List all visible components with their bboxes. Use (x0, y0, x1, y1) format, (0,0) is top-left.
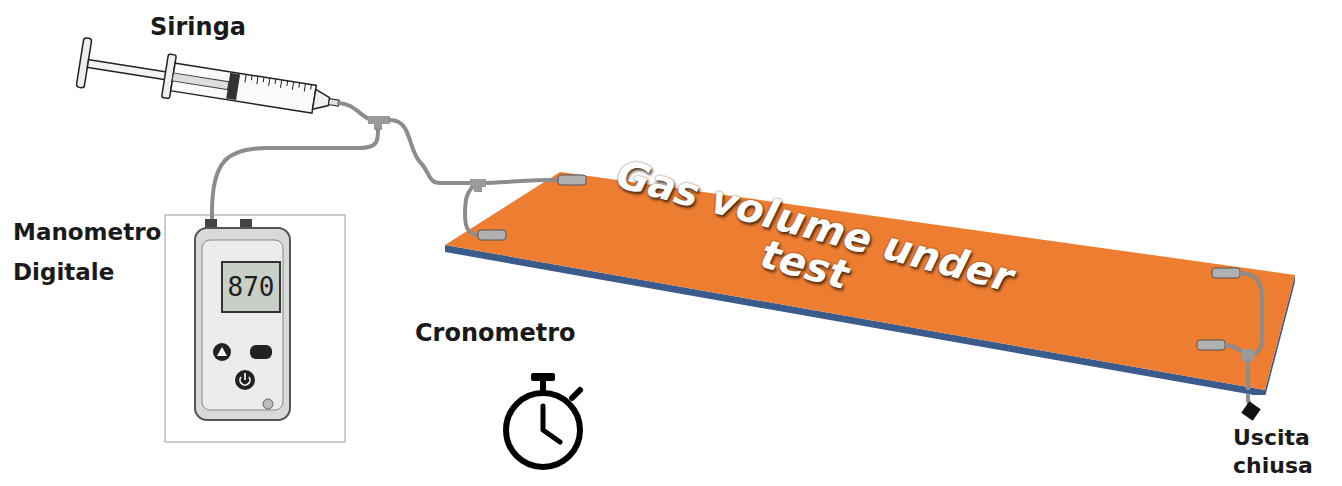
tube (339, 103, 372, 120)
display-reading: 870 (222, 262, 280, 312)
tube (478, 180, 560, 183)
gauge-screw (263, 399, 273, 409)
gauge-face (202, 240, 283, 410)
t-junction (470, 183, 486, 192)
plunger-rod (87, 60, 167, 80)
plunger-rod-inner (172, 73, 229, 90)
tube (440, 181, 478, 185)
stopwatch-hands (543, 406, 560, 442)
tube (1225, 345, 1248, 355)
syringe-illustration (76, 38, 343, 128)
hose-connector-line (212, 130, 378, 212)
stopwatch-icon (506, 373, 580, 467)
manometer-node: Manometro Digitale 870 (10, 212, 345, 442)
gauge-body (195, 228, 290, 420)
hose-connector-line (390, 120, 440, 183)
closed-outlet-node: Uscita chiusa (1225, 400, 1342, 486)
stopwatch-button (531, 373, 555, 381)
graduation-marks (245, 74, 311, 92)
instrument-label: Cronometro (415, 318, 576, 348)
gas-volume-panel: Gas volume under test (440, 165, 1300, 395)
hose-connector (1212, 268, 1240, 278)
gauge-button (213, 343, 231, 361)
outlet-cap (1241, 401, 1260, 420)
t-junction (1242, 349, 1254, 361)
syringe-nozzle (313, 89, 331, 111)
lcd-display (222, 262, 280, 312)
syringe-node: Siringa (80, 8, 390, 130)
stopwatch-side-button (572, 390, 580, 398)
button-icon (217, 347, 227, 356)
stopwatch-dial (506, 393, 580, 467)
hose-connector (478, 230, 506, 240)
picture-frame (165, 215, 345, 442)
power-button (235, 370, 255, 390)
tube (1240, 273, 1262, 355)
node-heading: Manometro Digitale (13, 212, 168, 292)
plunger-rubber (226, 73, 240, 100)
hose-connector (558, 175, 586, 185)
node-heading: Siringa (150, 12, 246, 42)
hose-connector-line (1246, 395, 1250, 400)
syringe-barrel (171, 63, 317, 113)
tube (1246, 355, 1250, 390)
gauge-button (250, 345, 272, 359)
power-icon (240, 373, 250, 385)
t-junction (368, 120, 390, 130)
node-heading: Uscita chiusa (1233, 424, 1333, 480)
hose-connector (1197, 340, 1225, 350)
tube (465, 183, 480, 235)
